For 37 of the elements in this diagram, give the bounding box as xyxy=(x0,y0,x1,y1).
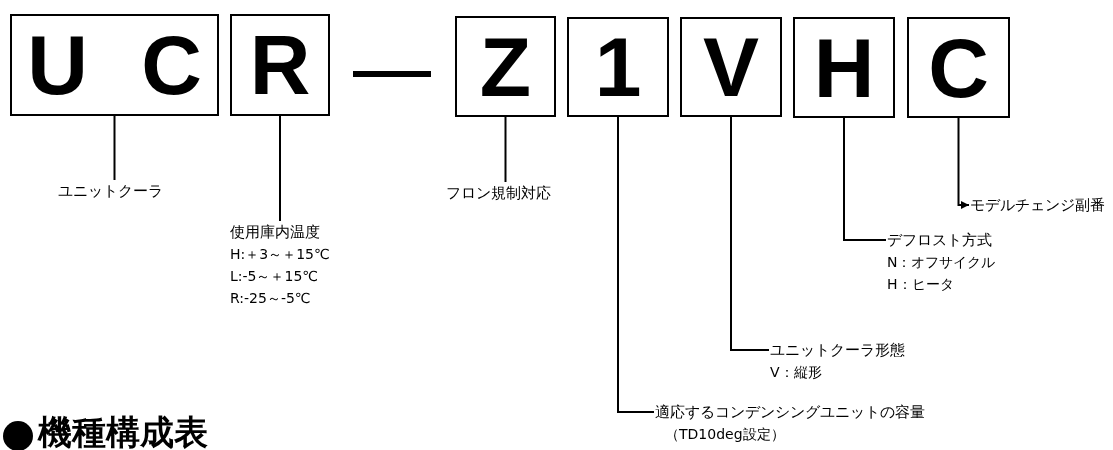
code-letter: R xyxy=(249,23,311,107)
code-letter: Z xyxy=(479,24,532,109)
option-text: （TD10deg設定） xyxy=(664,425,786,444)
option-text: H:＋3～＋15℃ xyxy=(230,245,330,264)
description-label: 使用庫内温度 xyxy=(230,222,321,242)
description-label: デフロスト方式 xyxy=(887,230,993,250)
code-letter-box xyxy=(567,17,669,117)
option-text: V：縦形 xyxy=(770,363,823,382)
hyphen-separator: — xyxy=(353,40,431,100)
leader-line xyxy=(504,116,507,183)
option-text: H：ヒータ xyxy=(887,275,955,294)
code-letter: V xyxy=(703,25,759,109)
leader-line xyxy=(113,115,116,181)
description-label: ユニットクーラ xyxy=(58,181,163,201)
leader-line xyxy=(617,116,655,413)
option-text: N：オフサイクル xyxy=(887,253,996,272)
title: 機種構成表 xyxy=(38,412,208,450)
leader-line xyxy=(957,117,970,209)
description-label: ユニットクーラ形態 xyxy=(770,340,905,360)
leader-line xyxy=(279,115,281,222)
code-letter-box xyxy=(793,17,895,118)
description-label: モデルチェンジ副番 xyxy=(970,195,1105,215)
code-letter-box xyxy=(10,14,219,116)
code-letter-box xyxy=(680,17,782,117)
code-letter-box xyxy=(230,14,330,116)
code-letter: C xyxy=(928,25,989,110)
code-letter: 1 xyxy=(594,25,642,109)
code-letter: U C xyxy=(27,23,202,107)
code-letter-box xyxy=(907,17,1010,118)
leader-line xyxy=(730,116,770,351)
option-text: L:-5～＋15℃ xyxy=(230,267,319,286)
leader-line xyxy=(843,117,887,241)
description-label: フロン規制対応 xyxy=(446,183,551,203)
description-label: 適応するコンデンシングユニットの容量 xyxy=(655,402,925,422)
option-text: R:-25～-5℃ xyxy=(230,289,312,308)
code-letter-box xyxy=(455,16,556,117)
code-letter: H xyxy=(813,25,875,110)
